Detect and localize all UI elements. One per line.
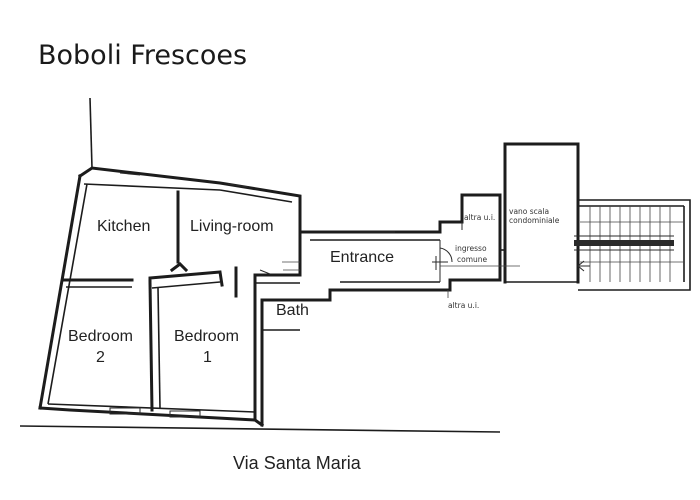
room-labels: Kitchen Living-room Entrance Bath Bedroo… [68, 218, 394, 366]
annotation-ingresso: ingresso [455, 244, 487, 253]
outer-walls [19, 97, 502, 433]
room-label-bedroom-2-number: 2 [96, 349, 105, 366]
annotation-altra-ui-bottom: altra u.i. [448, 301, 479, 310]
annotation-comune: comune [457, 255, 488, 264]
room-label-entrance: Entrance [330, 249, 394, 266]
street-label: Via Santa Maria [233, 453, 362, 473]
annotation-condominiale: condominiale [509, 216, 560, 225]
stairwell [503, 142, 691, 291]
plan-annotations: altra u.i. vano scala condominiale ingre… [448, 207, 560, 310]
annotation-altra-ui-top: altra u.i. [464, 213, 495, 222]
room-label-bedroom-2: Bedroom [68, 328, 133, 345]
page-title: Boboli Frescoes [38, 40, 247, 71]
room-label-kitchen: Kitchen [97, 218, 150, 235]
interior-walls [62, 190, 440, 422]
room-label-living-room: Living-room [190, 218, 274, 235]
room-label-bedroom-1-number: 1 [203, 349, 212, 366]
room-label-bath: Bath [276, 302, 309, 319]
room-label-bedroom-1: Bedroom [174, 328, 239, 345]
annotation-vano-scala: vano scala [509, 207, 549, 216]
common-entrance [432, 222, 520, 298]
